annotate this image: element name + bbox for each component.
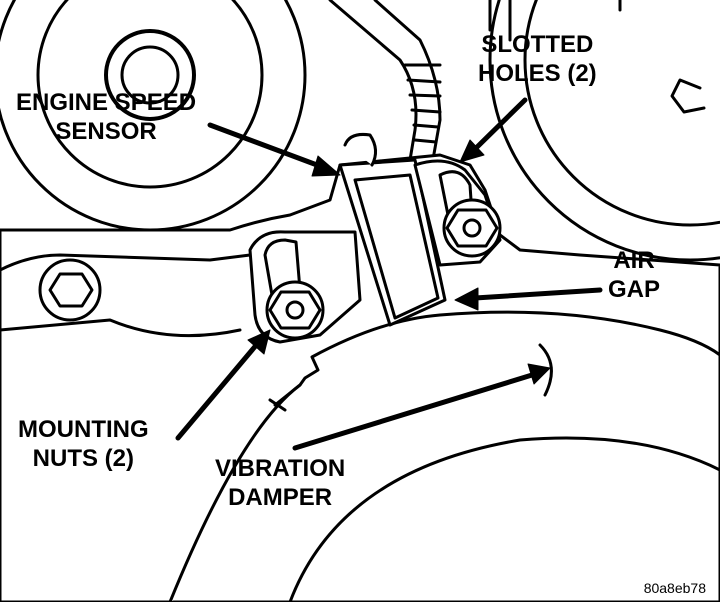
vibration-damper-line-2: DAMPER <box>228 484 333 511</box>
mounting-nuts-line-2: NUTS (2) <box>32 445 134 472</box>
vibration-damper-line-1: VIBRATION <box>215 455 346 482</box>
air-gap-line-2: GAP <box>608 276 661 303</box>
engine-speed-sensor-line-2: SENSOR <box>55 118 157 145</box>
figure-code: 80a8eb78 <box>643 580 706 596</box>
slotted-holes-line-2: HOLES (2) <box>478 60 597 87</box>
engine-speed-sensor-shape <box>338 133 447 327</box>
engine-speed-sensor-label: ENGINE SPEED SENSOR <box>16 88 196 146</box>
right-mounting-nut <box>413 159 502 267</box>
leader-arrows <box>175 97 603 451</box>
slotted-holes-line-1: SLOTTED <box>481 31 594 58</box>
air-gap-line-1: AIR <box>613 247 655 274</box>
left-mounting-nut <box>248 230 362 344</box>
slotted-holes-label: SLOTTED HOLES (2) <box>478 30 597 88</box>
right-pulley <box>488 0 720 262</box>
vibration-damper-shape <box>168 310 720 602</box>
engine-speed-sensor-line-1: ENGINE SPEED <box>16 89 197 116</box>
vibration-damper-label: VIBRATION DAMPER <box>215 454 345 512</box>
mounting-nuts-line-1: MOUNTING <box>18 416 149 443</box>
mounting-nuts-label: MOUNTING NUTS (2) <box>18 415 149 473</box>
sensor-wire <box>328 0 442 167</box>
air-gap-label: AIR GAP <box>608 246 660 304</box>
